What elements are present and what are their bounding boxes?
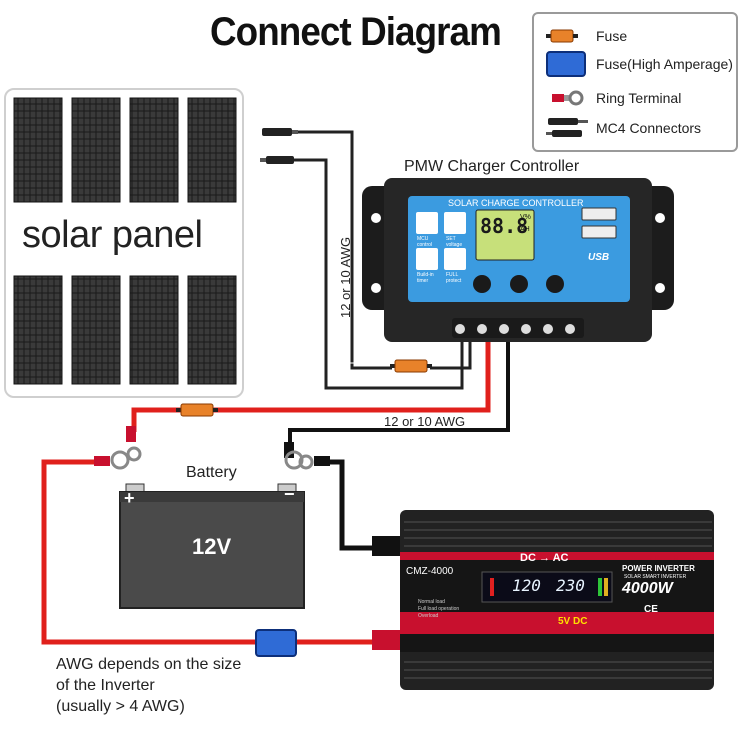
legend-item-mc4: MC4 Connectors xyxy=(546,116,701,140)
awg-note-line-3: (usually > 4 AWG) xyxy=(56,698,185,715)
inverter-type: POWER INVERTER xyxy=(622,564,695,573)
controller-fuse-wire xyxy=(430,340,472,370)
inverter-status-normal: Normal load xyxy=(418,599,445,605)
inverter-status-full: Full load operation xyxy=(418,606,460,612)
legend-item-high-amp-fuse: Fuse(High Amperage) xyxy=(546,51,733,77)
inverter-positive-wire xyxy=(41,459,380,645)
controller-lcd-readout: 88.8 xyxy=(480,214,529,238)
controller-set-label: SET voltage xyxy=(446,236,463,248)
solar-cells xyxy=(13,97,237,385)
power-inverter xyxy=(372,510,714,690)
ring-terminal-positive xyxy=(94,426,142,470)
charge-controller xyxy=(362,178,674,342)
battery xyxy=(119,483,305,609)
battery-label: Battery xyxy=(186,464,237,481)
solar-panel-label: solar panel xyxy=(22,214,203,256)
controller-timer-label: Build-in timer xyxy=(417,272,434,284)
awg-note-line-1: AWG depends on the size xyxy=(56,656,242,673)
ring-terminal-negative xyxy=(284,442,330,470)
battery-voltage: 12V xyxy=(192,534,232,559)
inverter-ce-mark: CE xyxy=(644,604,658,615)
controller-mcu-label: MCU control xyxy=(417,236,433,248)
diagram-title: Connect Diagram xyxy=(210,10,502,54)
fuse-icon xyxy=(546,29,578,43)
controller-usb-label: USB xyxy=(588,252,610,263)
legend-item-ring-terminal: Ring Terminal xyxy=(546,86,681,110)
inverter-power: 4000W xyxy=(622,580,673,597)
inverter-status-overload: Overload xyxy=(418,613,439,619)
inverter-display-out: 230 xyxy=(556,576,585,595)
awg-note: AWG depends on the size of the Inverter … xyxy=(56,654,241,717)
inverter-negative-wire xyxy=(318,459,380,551)
inverter-banner: DC → AC xyxy=(520,552,569,564)
battery-negative-wire xyxy=(288,340,510,446)
mc4-connector-icon xyxy=(546,118,588,137)
controller-units-a: AH xyxy=(520,226,530,233)
awg-side-label: 12 or 10 AWG xyxy=(338,236,353,318)
high-amp-fuse-icon xyxy=(546,51,586,77)
battery-minus: − xyxy=(284,484,295,504)
battery-plus: + xyxy=(124,488,135,508)
solar-panel xyxy=(4,88,244,398)
battery-fuse xyxy=(176,403,218,417)
controller-protect-label: FULL protect xyxy=(446,272,462,284)
controller-units-v: V% xyxy=(520,214,531,221)
panel-positive-cable xyxy=(292,130,392,370)
battery-positive-wire xyxy=(131,340,491,432)
awg-top-label: 12 or 10 AWG xyxy=(384,414,466,429)
legend-box: Fuse Fuse(High Amperage) Ring Terminal M… xyxy=(532,12,738,152)
controller-title: PMW Charger Controller xyxy=(404,158,580,175)
controller-fuse xyxy=(390,359,432,373)
inverter-display-in: 120 xyxy=(512,576,541,595)
awg-note-line-2: of the Inverter xyxy=(56,677,155,694)
legend-item-fuse: Fuse xyxy=(546,24,627,48)
inverter-model: CMZ-4000 xyxy=(406,566,454,577)
inverter-input-voltage: 5V DC xyxy=(558,616,588,627)
mc4-connectors xyxy=(260,128,298,164)
high-amp-fuse xyxy=(255,629,297,657)
controller-face-label: SOLAR CHARGE CONTROLLER xyxy=(448,198,584,208)
panel-negative-cable xyxy=(292,158,464,390)
ring-terminal-icon xyxy=(552,90,584,106)
inverter-subtitle: SOLAR SMART INVERTER xyxy=(624,574,687,580)
